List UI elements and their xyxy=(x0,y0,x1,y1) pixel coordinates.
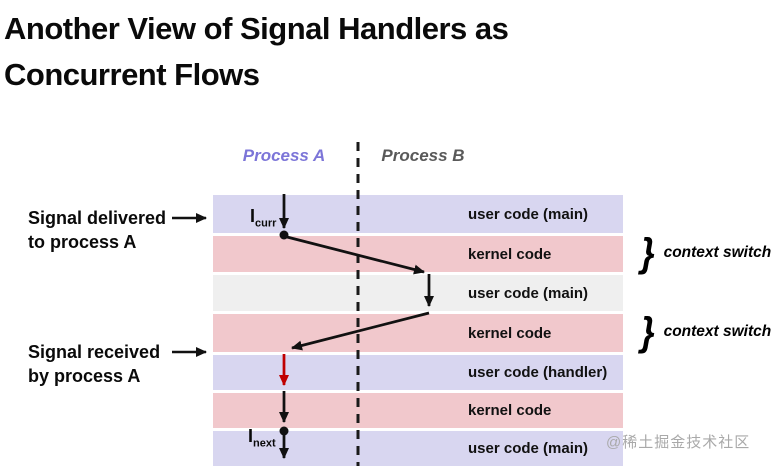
band-label: kernel code xyxy=(468,402,552,419)
i-curr-base: I xyxy=(250,206,256,226)
band-label: kernel code xyxy=(468,245,552,263)
i-next-sub: next xyxy=(253,437,276,450)
band-kernel-code-3: kernel code xyxy=(213,393,623,428)
context-switch-callout-2: } context switch xyxy=(640,310,771,354)
i-curr-sub: curr xyxy=(255,217,277,230)
signal-received-line2: by process A xyxy=(28,366,141,386)
watermark: @稀土掘金技术社区 xyxy=(606,434,751,451)
band-label: user code (handler) xyxy=(468,364,608,381)
band-label: kernel code xyxy=(468,324,552,342)
band-kernel-code-1: kernel code xyxy=(213,236,623,272)
band-label: user code (main) xyxy=(468,284,589,302)
page-title-line2: Concurrent Flows xyxy=(4,57,260,92)
process-b-label: Process B xyxy=(381,146,465,165)
i-next-label: Inext xyxy=(248,426,276,450)
band-user-code-main-2: user code (main) xyxy=(213,275,623,311)
band-user-code-handler: user code (handler) xyxy=(213,355,623,390)
context-switch-callout-1: } context switch xyxy=(640,231,771,275)
page-title: Another View of Signal Handlers as Concu… xyxy=(4,6,644,98)
i-curr-label: Icurr xyxy=(250,206,276,230)
page-title-line1: Another View of Signal Handlers as xyxy=(4,11,509,46)
process-a-label: Process A xyxy=(242,146,326,165)
brace-icon: } xyxy=(640,310,655,354)
band-label: user code (main) xyxy=(468,440,589,457)
signal-delivered-line2: to process A xyxy=(28,232,137,252)
signal-delivered-line1: Signal delivered xyxy=(28,208,167,228)
signal-delivered-note: Signal delivered to process A xyxy=(28,206,188,254)
brace-icon: } xyxy=(640,231,655,275)
signal-received-line1: Signal received xyxy=(28,342,161,362)
i-next-base: I xyxy=(248,426,254,446)
band-kernel-code-2: kernel code xyxy=(213,314,623,352)
context-switch-text-1: context switch xyxy=(663,244,772,261)
signal-received-note: Signal received by process A xyxy=(28,340,188,388)
band-label: user code (main) xyxy=(468,205,589,223)
context-switch-text-2: context switch xyxy=(663,323,772,340)
